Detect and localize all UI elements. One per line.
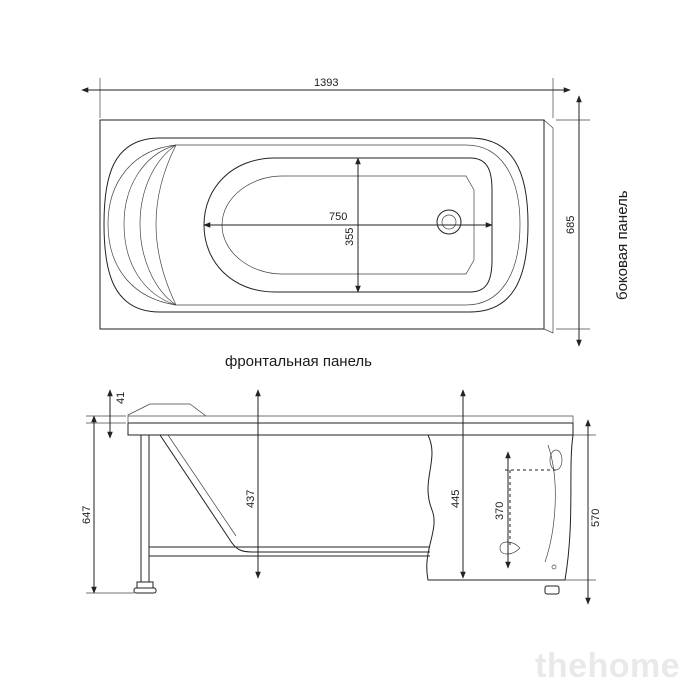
depth-left-value: 437 [245, 490, 257, 508]
inner-length-value: 750 [329, 211, 347, 223]
tub-cutaway-panel [426, 434, 574, 581]
top-view: 1393 685 750 355 фронтальная панель боко… [81, 77, 631, 370]
width-value: 685 [565, 216, 577, 234]
side-view: 41 647 437 445 370 570 [81, 389, 602, 605]
drain-height-value: 370 [494, 502, 506, 520]
total-height-value: 647 [81, 506, 93, 524]
tub-basin-outline [103, 137, 529, 313]
drain-icon [436, 209, 462, 235]
panel-height-value: 570 [590, 509, 602, 527]
tub-outer-rim [99, 119, 545, 330]
side-panel-label: боковая панель [614, 190, 631, 300]
front-panel-label: фронтальная панель [225, 353, 372, 370]
tub-bottom-outline [203, 157, 493, 293]
tub-basin-profile [159, 434, 430, 553]
depth-right-value: 445 [450, 490, 462, 508]
tub-rim-side [127, 422, 574, 436]
watermark: thehome [535, 647, 680, 685]
inner-width-value: 355 [344, 228, 356, 246]
rim-height-value: 41 [115, 392, 127, 404]
length-value: 1393 [314, 77, 338, 89]
